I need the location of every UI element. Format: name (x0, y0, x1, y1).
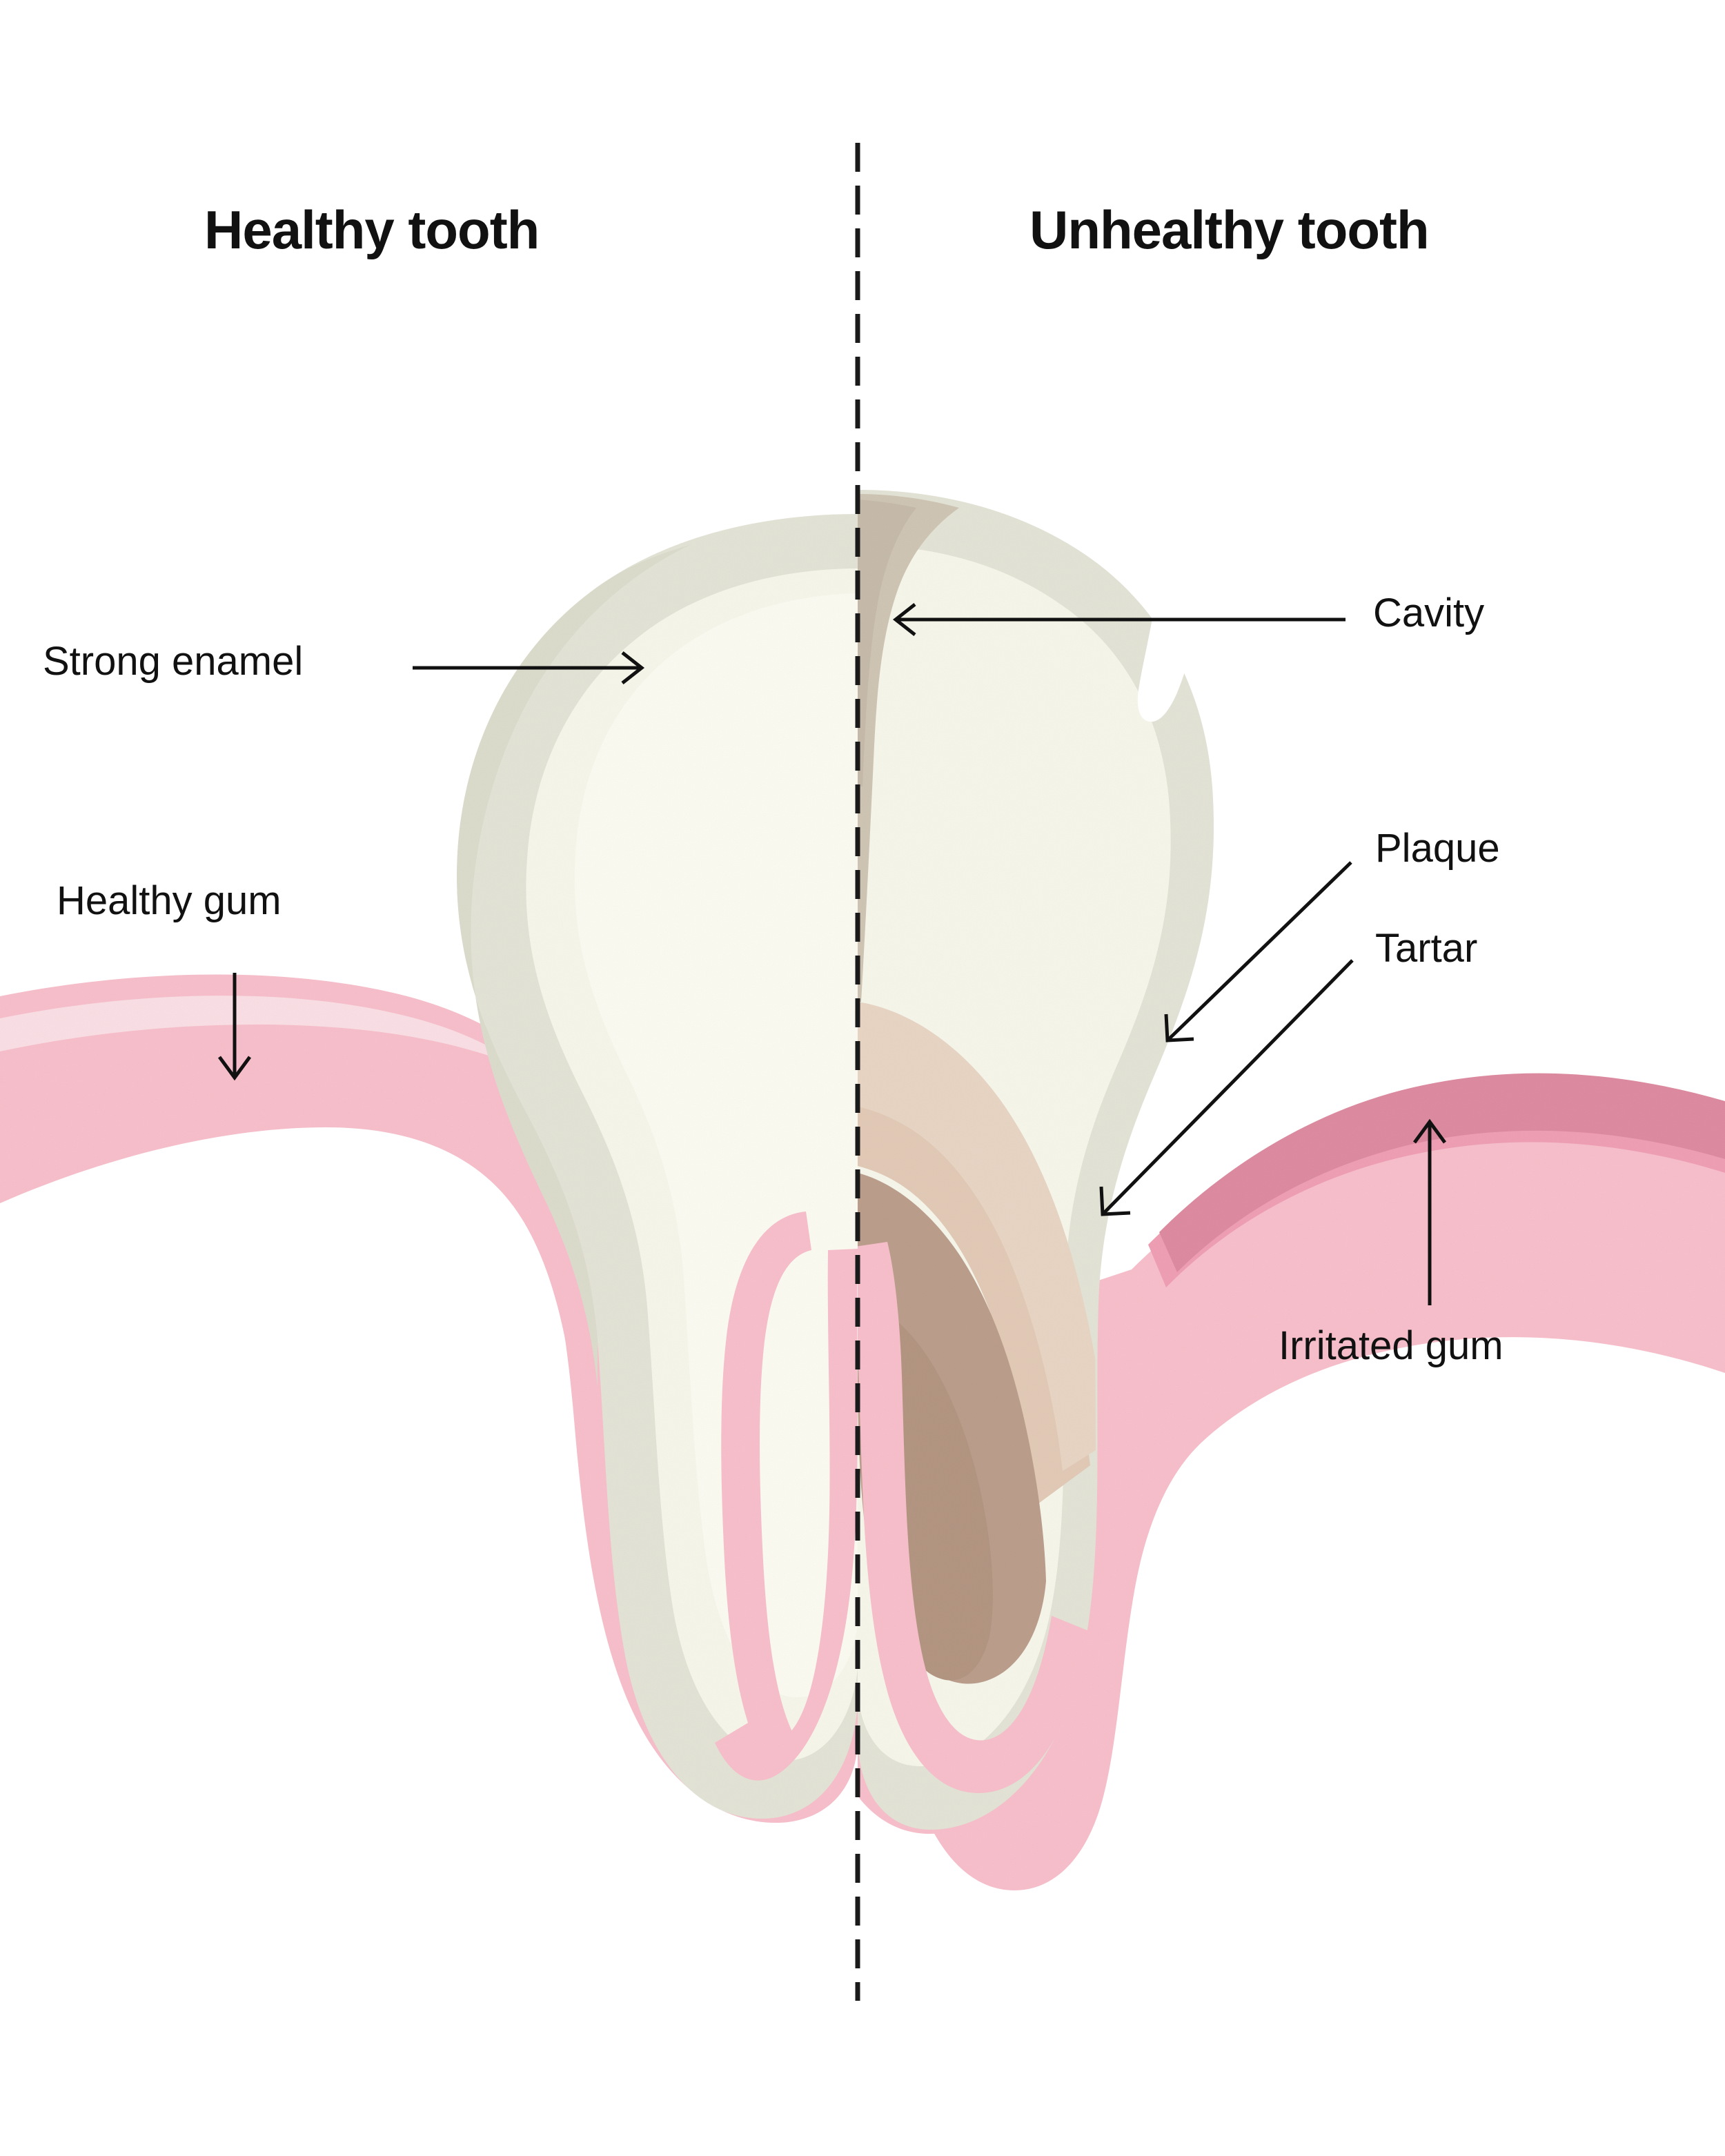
arrow-plaque (1164, 861, 1352, 1042)
label-cavity: Cavity (1373, 591, 1485, 635)
annotation-arrows (217, 603, 1447, 1305)
label-plaque: Plaque (1375, 826, 1500, 871)
label-tartar: Tartar (1375, 926, 1478, 971)
healthy-gum-root-sheath (715, 1211, 858, 1781)
cavity-lesion (858, 494, 959, 1002)
enamel-gloss-highlight (1137, 546, 1196, 722)
title-healthy-tooth: Healthy tooth (204, 199, 540, 260)
arrow-healthy-gum (217, 973, 252, 1081)
arrow-cavity (892, 603, 1346, 636)
arrow-tartar (1099, 959, 1354, 1216)
title-unhealthy-tooth: Unhealthy tooth (1029, 199, 1430, 260)
irritated-gum-root-sheath (858, 1242, 1089, 1793)
unhealthy-tooth (858, 490, 1214, 1830)
plaque-layer (858, 1002, 1107, 1504)
label-irritated-gum: Irritated gum (1279, 1323, 1504, 1368)
label-strong-enamel: Strong enamel (43, 639, 304, 684)
arrow-strong-enamel (413, 651, 645, 684)
arrow-irritated-gum (1412, 1118, 1447, 1305)
label-healthy-gum: Healthy gum (57, 878, 282, 923)
